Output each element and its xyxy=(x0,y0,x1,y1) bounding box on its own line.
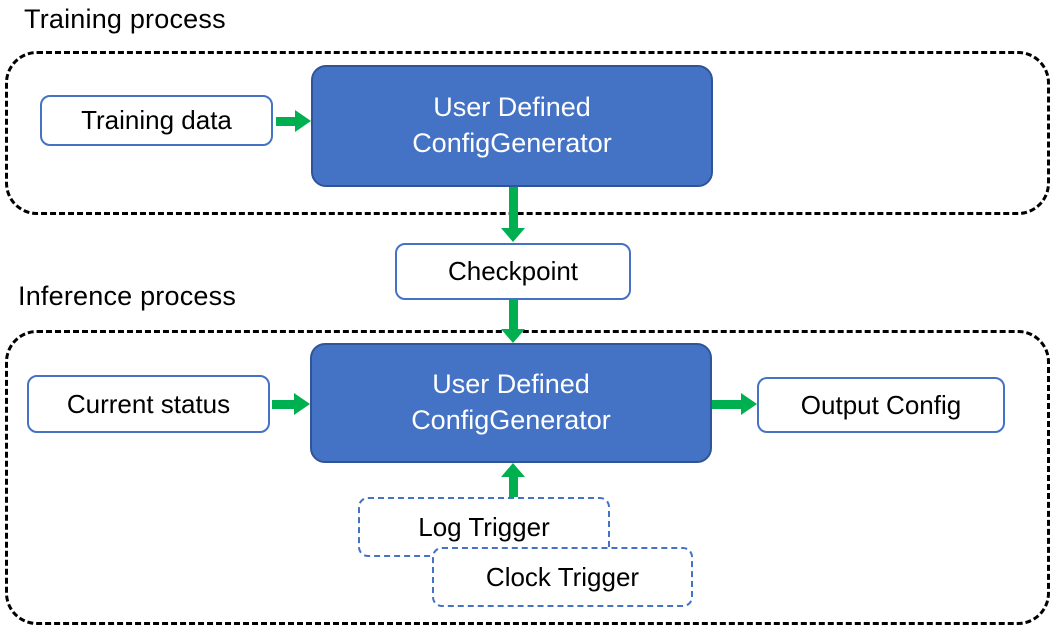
arrow-shaft xyxy=(508,187,518,228)
training-generator-line1: User Defined xyxy=(433,92,591,123)
arrow-head-right-icon xyxy=(741,393,757,415)
arrow-head-down-icon xyxy=(501,329,525,343)
training-config-generator-box: User Defined ConfigGenerator xyxy=(311,65,713,187)
checkpoint-box: Checkpoint xyxy=(395,243,631,300)
arrow-generator-to-checkpoint xyxy=(501,187,525,242)
training-generator-line2: ConfigGenerator xyxy=(412,128,612,158)
arrow-head-right-icon xyxy=(294,393,310,415)
arrow-shaft xyxy=(272,399,294,409)
arrow-shaft xyxy=(508,300,518,329)
training-process-title: Training process xyxy=(24,4,226,34)
arrow-training-data-to-generator xyxy=(276,110,311,132)
training-process-container xyxy=(5,51,1050,215)
arrow-head-right-icon xyxy=(295,110,311,132)
arrow-current-status-to-generator xyxy=(272,393,310,415)
arrow-shaft xyxy=(712,399,741,409)
arrow-head-up-icon xyxy=(501,463,525,477)
inference-process-container xyxy=(5,330,1050,625)
current-status-box: Current status xyxy=(27,375,270,433)
inference-config-generator-box: User Defined ConfigGenerator xyxy=(310,343,712,463)
arrow-head-down-icon xyxy=(501,228,525,242)
training-data-box: Training data xyxy=(40,95,273,146)
arrow-checkpoint-to-generator xyxy=(501,300,525,343)
arrow-triggers-to-generator xyxy=(501,463,525,497)
arrow-generator-to-output xyxy=(712,393,757,415)
inference-process-title: Inference process xyxy=(18,281,237,311)
clock-trigger-box: Clock Trigger xyxy=(432,547,693,607)
arrow-shaft xyxy=(508,477,518,497)
arrow-shaft xyxy=(276,116,295,126)
output-config-box: Output Config xyxy=(757,377,1005,433)
inference-generator-line1: User Defined xyxy=(432,369,590,400)
inference-generator-line2: ConfigGenerator xyxy=(411,405,611,435)
